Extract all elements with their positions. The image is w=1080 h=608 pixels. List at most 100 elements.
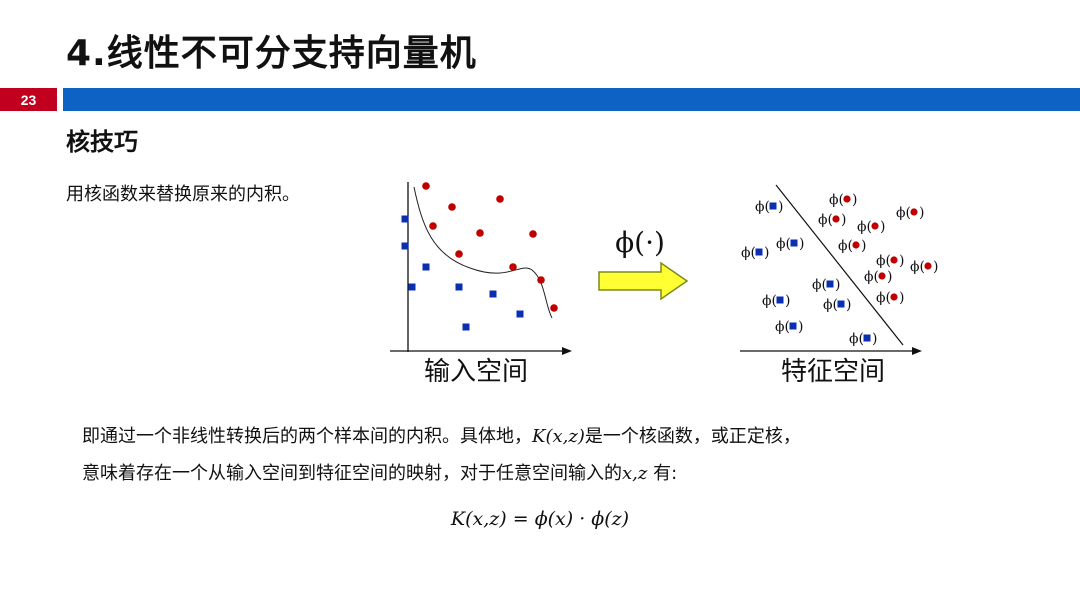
close-paren-glyph: )	[841, 212, 846, 228]
kernel-formula: K(x,z) = ϕ(x) · ϕ(z)	[450, 508, 630, 530]
close-paren-glyph: )	[933, 259, 938, 275]
close-paren-glyph: )	[919, 205, 924, 221]
line2-text-a: 意味着存在一个从输入空间到特征空间的映射，对于任意空间输入的	[82, 463, 622, 484]
red-point-marker	[890, 293, 898, 301]
arrow-shape	[598, 261, 689, 301]
red-point-marker	[843, 195, 851, 203]
blue-square-marker	[790, 239, 798, 247]
red-point-marker	[878, 272, 886, 280]
page-number: 23	[0, 88, 57, 111]
line1-kernel-math: K(x,z)	[532, 426, 585, 447]
red-point-marker	[924, 262, 932, 270]
phi-glyph: ϕ(	[818, 212, 833, 228]
mapped-red-point: ϕ()	[910, 259, 938, 275]
red-point	[537, 276, 545, 284]
mapped-red-point: ϕ()	[864, 269, 892, 285]
blue-square-point	[401, 215, 409, 223]
phi-glyph: ϕ(	[838, 238, 853, 254]
phi-glyph: ϕ(	[876, 290, 891, 306]
red-point-marker	[910, 208, 918, 216]
red-point	[550, 304, 558, 312]
blue-square-marker	[755, 248, 763, 256]
close-paren-glyph: )	[835, 277, 840, 293]
mapped-red-point: ϕ()	[829, 192, 857, 208]
mapped-blue-point: ϕ()	[776, 236, 804, 252]
red-point	[429, 222, 437, 230]
close-paren-glyph: )	[861, 238, 866, 254]
mapped-blue-point: ϕ()	[775, 319, 803, 335]
explanation-line-2: 意味着存在一个从输入空间到特征空间的映射，对于任意空间输入的x,z 有:	[82, 459, 677, 485]
explanation-line-1: 即通过一个非线性转换后的两个样本间的内积。具体地，K(x,z)是一个核函数，或正…	[82, 422, 801, 448]
title-bar	[63, 88, 1080, 111]
red-point-marker	[890, 256, 898, 264]
feature-space-label: 特征空间	[781, 357, 885, 387]
close-paren-glyph: )	[880, 219, 885, 235]
close-paren-glyph: )	[764, 245, 769, 261]
close-paren-glyph: )	[785, 293, 790, 309]
phi-glyph: ϕ(	[864, 269, 879, 285]
red-point-marker	[852, 241, 860, 249]
close-paren-glyph: )	[852, 192, 857, 208]
input-space-plot	[390, 182, 572, 355]
blue-square-point	[489, 290, 497, 298]
blue-square-point	[455, 283, 463, 291]
phi-glyph: ϕ(	[741, 245, 756, 261]
blue-square-marker	[776, 296, 784, 304]
close-paren-glyph: )	[798, 319, 803, 335]
mapped-blue-point: ϕ()	[755, 199, 783, 215]
mapped-blue-point: ϕ()	[823, 297, 851, 313]
line1-text-b: 是一个核函数，或正定核，	[584, 426, 801, 447]
phi-glyph: ϕ(	[762, 293, 777, 309]
blue-square-point	[401, 242, 409, 250]
phi-glyph: ϕ(	[849, 331, 864, 347]
blue-square-marker	[769, 202, 777, 210]
phi-glyph: ϕ(	[823, 297, 838, 313]
phi-glyph: ϕ(	[857, 219, 872, 235]
blue-square-marker	[863, 334, 871, 342]
blue-square-point	[408, 283, 416, 291]
blue-square-point	[462, 323, 470, 331]
mapped-blue-point: ϕ()	[762, 293, 790, 309]
phi-glyph: ϕ(	[812, 277, 827, 293]
phi-glyph: ϕ(	[776, 236, 791, 252]
input-points	[401, 182, 558, 331]
phi-glyph: ϕ(	[775, 319, 790, 335]
phi-glyph: ϕ(	[876, 253, 891, 269]
mapped-red-point: ϕ()	[818, 212, 846, 228]
close-paren-glyph: )	[887, 269, 892, 285]
close-paren-glyph: )	[899, 290, 904, 306]
close-paren-glyph: )	[899, 253, 904, 269]
phi-glyph: ϕ(	[755, 199, 770, 215]
red-point	[455, 250, 463, 258]
mapped-red-point: ϕ()	[876, 253, 904, 269]
input-axis-arrowhead	[562, 347, 572, 355]
section-subtitle: 核技巧	[66, 128, 138, 156]
phi-glyph: ϕ(	[910, 259, 925, 275]
mapped-red-point: ϕ()	[896, 205, 924, 221]
line2-vars-math: x,z	[622, 463, 648, 484]
phi-glyph: ϕ(	[896, 205, 911, 221]
mapped-red-point: ϕ()	[838, 238, 866, 254]
red-point	[529, 230, 537, 238]
slide-title: 4.线性不可分支持向量机	[66, 33, 477, 74]
feature-points: ϕ()ϕ()ϕ()ϕ()ϕ()ϕ()ϕ()ϕ()ϕ()ϕ()ϕ()ϕ()ϕ()ϕ…	[741, 192, 938, 347]
blue-square-marker	[826, 280, 834, 288]
feature-space-plot: ϕ()ϕ()ϕ()ϕ()ϕ()ϕ()ϕ()ϕ()ϕ()ϕ()ϕ()ϕ()ϕ()ϕ…	[740, 184, 938, 355]
red-point	[509, 263, 517, 271]
line2-text-b: 有:	[647, 463, 678, 484]
red-point	[476, 229, 484, 237]
mapped-blue-point: ϕ()	[849, 331, 877, 347]
close-paren-glyph: )	[872, 331, 877, 347]
line1-text-a: 即通过一个非线性转换后的两个样本间的内积。具体地，	[82, 426, 532, 447]
mapping-arrow: ϕ(·)	[598, 226, 689, 301]
blue-square-marker	[837, 300, 845, 308]
red-point-marker	[832, 215, 840, 223]
feature-axis-arrowhead	[912, 347, 922, 355]
blue-square-point	[516, 310, 524, 318]
red-point	[422, 182, 430, 190]
phi-glyph: ϕ(	[829, 192, 844, 208]
separating-line	[775, 184, 904, 346]
intro-text: 用核函数来替换原来的内积。	[66, 184, 300, 205]
red-point	[496, 195, 504, 203]
close-paren-glyph: )	[846, 297, 851, 313]
